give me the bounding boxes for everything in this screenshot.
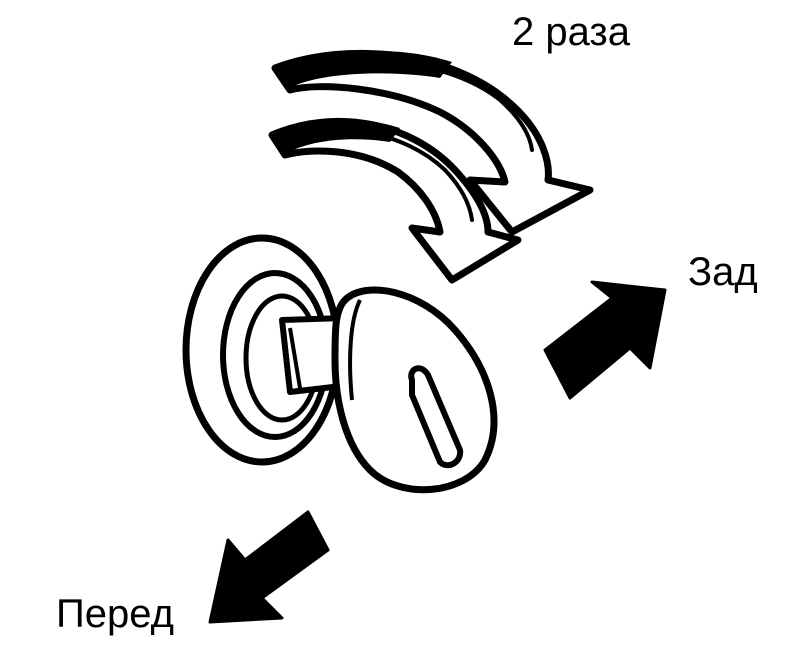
arrow-down-left-icon [208,510,330,624]
arrow-up-right-icon [543,280,667,400]
curved-arrow-upper-shade [275,50,452,88]
rear-label: Зад [688,250,758,294]
key-head-icon [331,286,498,494]
front-label: Перед [56,592,174,636]
curved-arrow-lower-shade [272,119,400,154]
turn-count-label: 2 раза [512,10,630,54]
